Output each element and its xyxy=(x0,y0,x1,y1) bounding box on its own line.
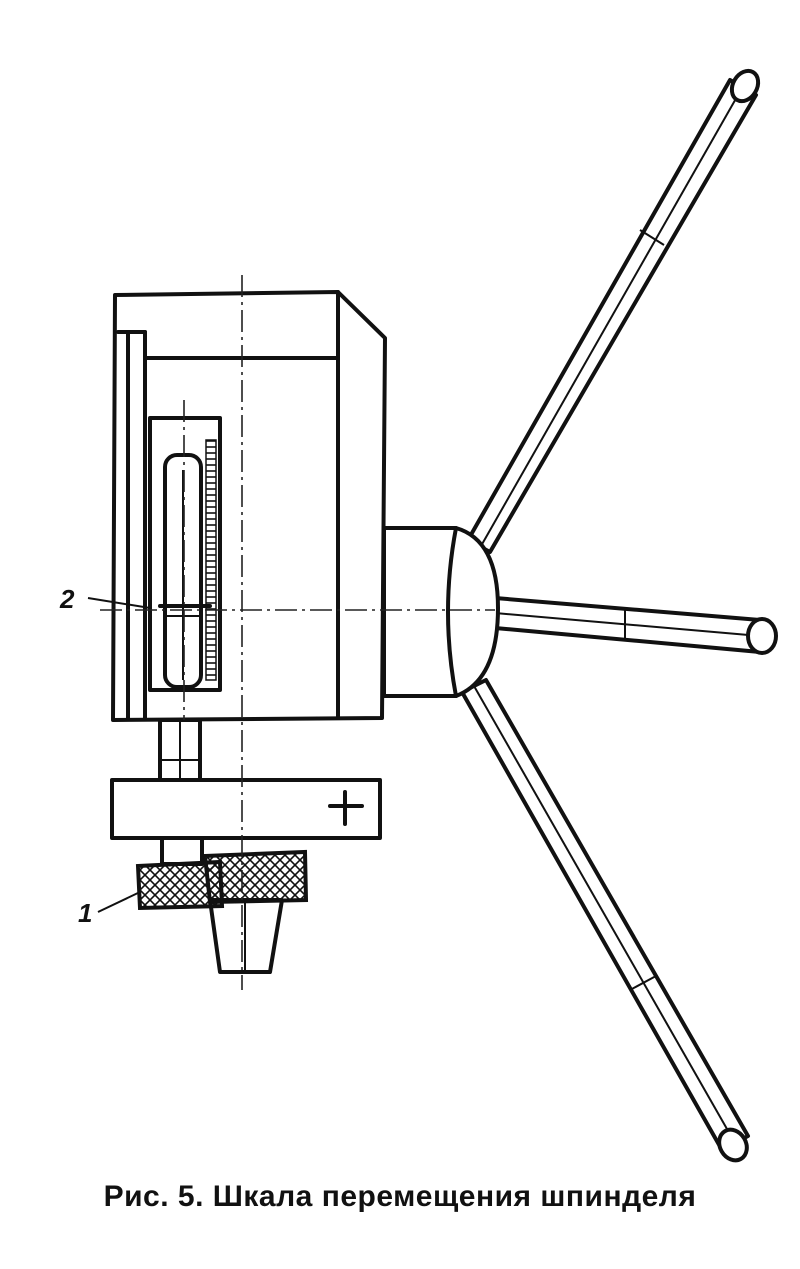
spindle-hub xyxy=(382,526,500,698)
scale-window xyxy=(148,416,222,692)
callout-2: 2 xyxy=(59,584,151,614)
spoke-middle xyxy=(493,596,778,655)
callout-2-label: 2 xyxy=(59,584,75,614)
figure-caption: Рис. 5. Шкала перемещения шпинделя xyxy=(103,1180,697,1213)
bracket-plate xyxy=(110,778,382,840)
spoke-upper xyxy=(466,68,761,554)
callout-1-label: 1 xyxy=(78,898,92,928)
handwheel xyxy=(460,68,778,1163)
callout-1: 1 xyxy=(78,891,141,928)
center-lines xyxy=(100,275,495,990)
spindle-shaft xyxy=(158,718,202,784)
knurled-nut xyxy=(135,836,309,974)
spoke-lower xyxy=(460,678,750,1163)
